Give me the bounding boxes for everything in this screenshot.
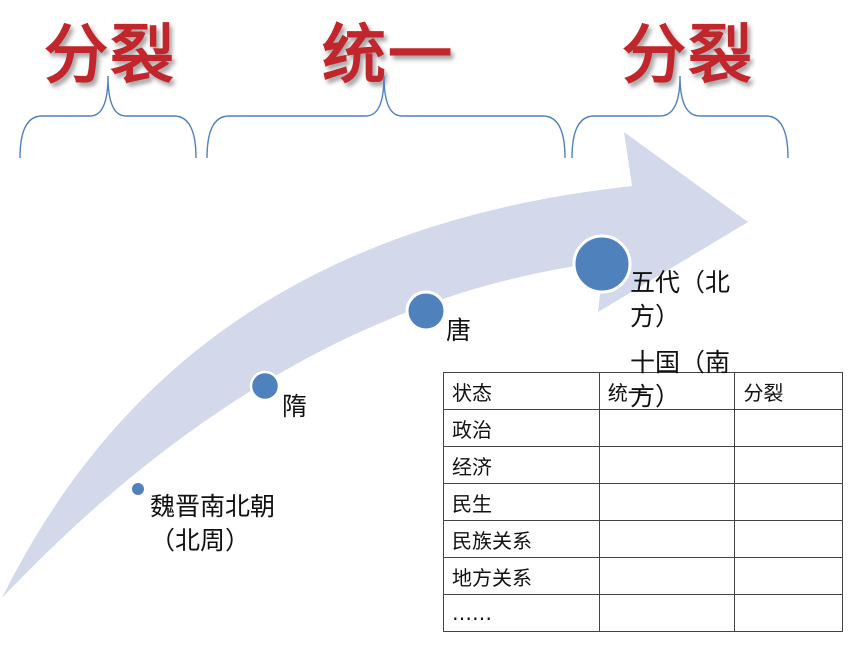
- table-cell: 民族关系: [443, 520, 600, 558]
- table-header-cell: 分裂: [734, 372, 843, 410]
- curved-arrow: [2, 132, 748, 598]
- brace-split-right: [571, 75, 789, 159]
- table-cell: [734, 557, 843, 595]
- point-sui: [249, 370, 281, 402]
- table-cell: [734, 520, 843, 558]
- label-weijin-nanbeichao: 魏晋南北朝（北周）: [150, 492, 276, 555]
- table-row: 地方关系: [443, 557, 843, 595]
- point-wudai-shiguo: [572, 234, 632, 294]
- table-cell: [598, 520, 736, 558]
- label-shiguo-south: 十国（南方）: [630, 348, 731, 411]
- table-cell: [598, 409, 736, 447]
- table-cell: [598, 594, 736, 632]
- table-header-cell: 统一: [598, 372, 736, 410]
- label-sui: 隋: [282, 392, 308, 421]
- heading-split-right: 分裂: [622, 18, 754, 93]
- table-cell: 民生: [443, 483, 600, 521]
- table-cell: ……: [443, 594, 600, 632]
- table-row: 政治: [443, 409, 843, 447]
- table-row: 经济: [443, 446, 843, 484]
- table-cell: 经济: [443, 446, 600, 484]
- point-weijin: [132, 483, 144, 495]
- table-cell: [598, 557, 736, 595]
- table-cell: 地方关系: [443, 557, 600, 595]
- table-header-row: 状态 统一 分裂: [443, 372, 843, 410]
- table-row: 民族关系: [443, 520, 843, 558]
- table-row: 民生: [443, 483, 843, 521]
- table-cell: [598, 483, 736, 521]
- table-cell: [598, 446, 736, 484]
- heading-split-left: 分裂: [44, 18, 176, 93]
- brace-unity: [206, 75, 566, 159]
- table-header-cell: 状态: [443, 372, 600, 410]
- table-cell: [734, 594, 843, 632]
- heading-unity: 统一: [322, 18, 454, 93]
- comparison-table: 状态 统一 分裂 政治 经济 民生 民族关系 地方关系 ……: [443, 372, 843, 632]
- table-cell: [734, 446, 843, 484]
- table-cell: [734, 409, 843, 447]
- table-row: ……: [443, 594, 843, 632]
- table-cell: 政治: [443, 409, 600, 447]
- table-cell: [734, 483, 843, 521]
- point-tang: [405, 290, 447, 332]
- brace-split-left: [19, 75, 197, 159]
- label-wudai-north: 五代（北方）: [630, 268, 731, 331]
- label-tang: 唐: [446, 316, 472, 345]
